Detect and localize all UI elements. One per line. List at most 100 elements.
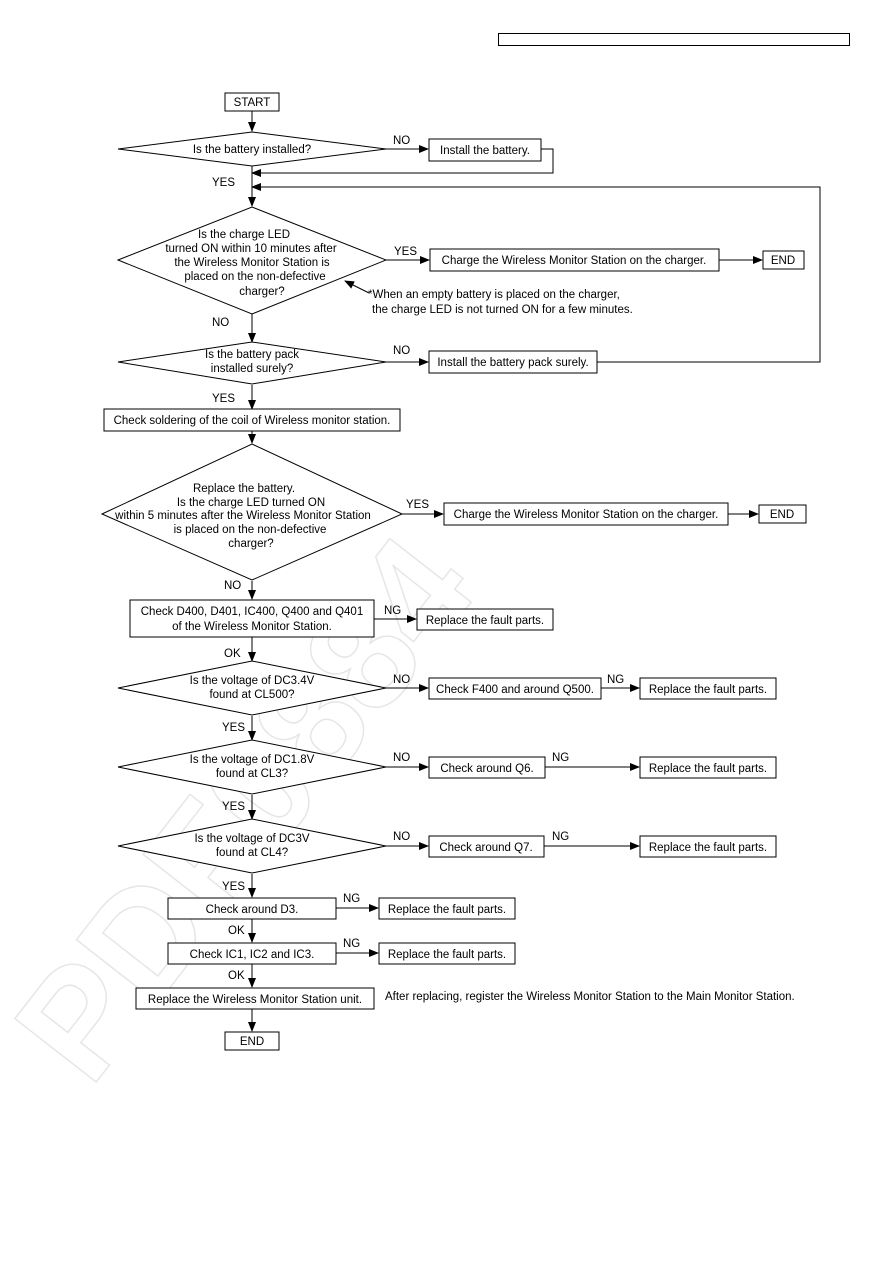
- decision-line: turned ON within 10 minutes after: [165, 243, 336, 255]
- connectors: [248, 111, 821, 1032]
- start-label: START: [234, 97, 271, 109]
- label-ok: OK: [224, 648, 241, 660]
- process-replace-fault-4: Replace the fault parts.: [639, 835, 777, 858]
- decision-dc34v: Is the voltage of DC3.4V found at CL500?: [117, 660, 387, 716]
- note-line: the charge LED is not turned ON for a fe…: [372, 304, 633, 316]
- decision-charge-led: Is the charge LED turned ON within 10 mi…: [116, 206, 388, 315]
- decision-line: Is the voltage of DC1.8V: [190, 754, 315, 766]
- label-no: NO: [224, 580, 241, 592]
- process-check-ic: Check IC1, IC2 and IC3.: [167, 942, 337, 965]
- end-node-1: END: [762, 250, 805, 270]
- label-no: NO: [393, 135, 410, 147]
- label-ng: NG: [384, 605, 401, 617]
- end-label: END: [240, 1036, 264, 1048]
- end-node-3: END: [224, 1031, 280, 1051]
- process-text: Install the battery.: [440, 145, 530, 157]
- process-text: Replace the fault parts.: [388, 949, 506, 961]
- label-yes: YES: [212, 393, 235, 405]
- label-yes: YES: [406, 499, 429, 511]
- process-install-pack: Install the battery pack surely.: [428, 350, 598, 374]
- decision-line: found at CL4?: [216, 847, 288, 859]
- process-text: Check soldering of the coil of Wireless …: [114, 415, 391, 427]
- process-check-d3: Check around D3.: [167, 897, 337, 920]
- label-ng: NG: [343, 893, 360, 905]
- process-replace-fault-3: Replace the fault parts.: [639, 756, 777, 779]
- decision-text: Is the battery installed?: [193, 144, 311, 156]
- branch-labels: NO YES YES NO NO YES YES NO NG OK NO NG …: [212, 135, 624, 982]
- decision-line: Is the battery pack: [205, 349, 299, 361]
- process-replace-fault-2: Replace the fault parts.: [639, 677, 777, 700]
- process-install-battery: Install the battery.: [428, 138, 542, 162]
- decision-line: Is the voltage of DC3.4V: [190, 675, 315, 687]
- process-text: Replace the Wireless Monitor Station uni…: [148, 994, 362, 1006]
- process-line: Check D400, D401, IC400, Q400 and Q401: [141, 606, 363, 618]
- decision-line: charger?: [239, 286, 284, 298]
- process-check-q7: Check around Q7.: [428, 835, 545, 858]
- decision-battery-pack: Is the battery pack installed surely?: [117, 341, 387, 385]
- label-ng: NG: [607, 674, 624, 686]
- label-yes: YES: [394, 246, 417, 258]
- decision-line: Is the charge LED turned ON: [177, 497, 325, 509]
- process-text: Charge the Wireless Monitor Station on t…: [454, 509, 719, 521]
- decision-dc18v: Is the voltage of DC1.8V found at CL3?: [117, 739, 387, 795]
- label-yes: YES: [212, 177, 235, 189]
- process-text: Check around D3.: [206, 904, 299, 916]
- decision-line: is placed on the non-defective: [174, 524, 327, 536]
- process-check-q6: Check around Q6.: [428, 756, 546, 779]
- start-node: START: [224, 92, 280, 112]
- process-replace-fault-1: Replace the fault parts.: [416, 608, 554, 631]
- decision-line: Replace the battery.: [193, 483, 295, 495]
- label-no: NO: [393, 752, 410, 764]
- process-check-d400: Check D400, D401, IC400, Q400 and Q401 o…: [129, 599, 375, 638]
- label-ok: OK: [228, 970, 245, 982]
- decision-line: installed surely?: [211, 363, 293, 375]
- process-text: Replace the fault parts.: [426, 615, 544, 627]
- decision-dc3v: Is the voltage of DC3V found at CL4?: [117, 818, 387, 874]
- decision-battery-installed: Is the battery installed?: [117, 131, 387, 167]
- decision-line: within 5 minutes after the Wireless Moni…: [114, 510, 371, 522]
- process-text: Replace the fault parts.: [388, 904, 506, 916]
- label-ng: NG: [552, 831, 569, 843]
- label-ok: OK: [228, 925, 245, 937]
- decision-line: the Wireless Monitor Station is: [174, 257, 330, 269]
- label-no: NO: [393, 674, 410, 686]
- label-yes: YES: [222, 722, 245, 734]
- decision-replace-battery: Replace the battery. Is the charge LED t…: [100, 443, 404, 581]
- process-text: Replace the fault parts.: [649, 763, 767, 775]
- label-no: NO: [393, 831, 410, 843]
- process-text: Charge the Wireless Monitor Station on t…: [442, 255, 707, 267]
- label-yes: YES: [222, 801, 245, 813]
- process-check-f400: Check F400 and around Q500.: [428, 677, 602, 700]
- process-text: Check around Q6.: [440, 763, 533, 775]
- decision-line: placed on the non-defective: [184, 271, 325, 283]
- label-no: NO: [393, 345, 410, 357]
- end-node-2: END: [758, 504, 807, 524]
- process-charge-2: Charge the Wireless Monitor Station on t…: [443, 502, 729, 526]
- after-replace-note: After replacing, register the Wireless M…: [385, 991, 795, 1003]
- end-label: END: [771, 255, 795, 267]
- decision-line: found at CL500?: [209, 689, 294, 701]
- label-ng: NG: [552, 752, 569, 764]
- process-replace-fault-5: Replace the fault parts.: [378, 897, 516, 920]
- process-replace-fault-6: Replace the fault parts.: [378, 942, 516, 965]
- process-replace-unit: Replace the Wireless Monitor Station uni…: [135, 987, 375, 1010]
- label-yes: YES: [222, 881, 245, 893]
- label-no: NO: [212, 317, 229, 329]
- led-note: *When an empty battery is placed on the …: [368, 289, 633, 316]
- process-text: Check around Q7.: [439, 842, 532, 854]
- decision-line: found at CL3?: [216, 768, 288, 780]
- note-line: *When an empty battery is placed on the …: [368, 289, 620, 301]
- decision-line: Is the charge LED: [198, 229, 290, 241]
- end-label: END: [770, 509, 794, 521]
- process-check-soldering: Check soldering of the coil of Wireless …: [103, 408, 401, 432]
- label-ng: NG: [343, 938, 360, 950]
- decision-line: Is the voltage of DC3V: [194, 833, 309, 845]
- process-text: Check IC1, IC2 and IC3.: [190, 949, 315, 961]
- decision-line: charger?: [228, 538, 273, 550]
- process-charge-1: Charge the Wireless Monitor Station on t…: [429, 248, 720, 272]
- process-line: of the Wireless Monitor Station.: [172, 621, 332, 633]
- process-text: Replace the fault parts.: [649, 684, 767, 696]
- process-text: Replace the fault parts.: [649, 842, 767, 854]
- process-text: Check F400 and around Q500.: [436, 684, 594, 696]
